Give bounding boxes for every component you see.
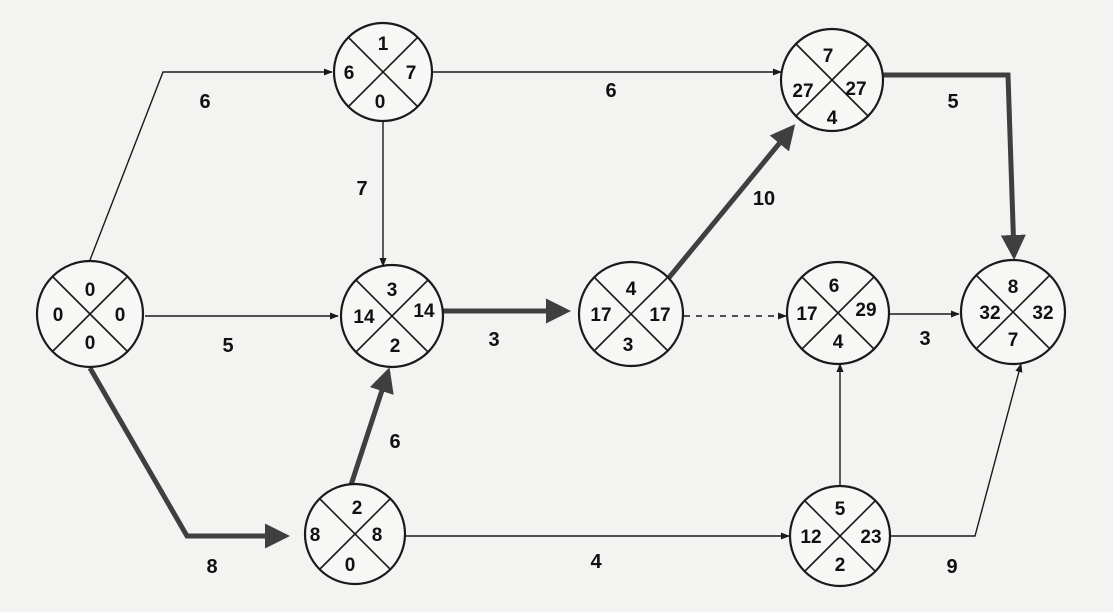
edge-0-2: [87, 366, 290, 549]
node-4-left: 17: [590, 305, 611, 326]
edge-label-3-4: 3: [488, 329, 499, 351]
edge-label-4-7: 10: [753, 188, 775, 210]
nodes: 0 0 0 0 1 6 7 0 2 8 8 0 3: [35, 21, 1067, 588]
edges: 6 5 8 7 6 6 4 3 10 9 3 5: [87, 68, 1026, 578]
node-5-right: 23: [860, 527, 881, 548]
node-3-bottom: 2: [390, 336, 401, 357]
node-5: 5 12 23 2: [788, 484, 892, 588]
node-6-left: 17: [796, 304, 817, 325]
edge-label-0-1: 6: [199, 91, 210, 113]
node-4-right: 17: [649, 305, 670, 326]
edge-label-6-8: 3: [919, 328, 930, 350]
node-3-right: 14: [413, 301, 435, 322]
node-4: 4 17 17 3: [577, 260, 685, 368]
edge-label-5-8: 9: [946, 556, 957, 578]
edge-4-7: [665, 124, 796, 282]
edge-7-8: [882, 72, 1026, 260]
node-2-top: 2: [352, 498, 363, 519]
node-7: 7 27 27 4: [779, 27, 885, 133]
node-8-left: 32: [979, 303, 1000, 324]
edge-5-8: [890, 363, 1023, 537]
edge-2-3: [347, 367, 394, 489]
node-8-bottom: 7: [1008, 330, 1019, 351]
node-1-bottom: 0: [375, 92, 386, 113]
node-0-bottom: 0: [85, 333, 96, 354]
edge-label-7-8: 5: [947, 91, 958, 113]
node-2-bottom: 0: [345, 555, 356, 576]
node-5-top: 5: [835, 499, 846, 520]
node-6-bottom: 4: [833, 332, 844, 353]
edge-label-2-5: 4: [590, 551, 602, 573]
node-5-bottom: 2: [835, 555, 846, 576]
node-7-top: 7: [823, 46, 834, 67]
node-7-bottom: 4: [827, 108, 838, 129]
node-8-top: 8: [1008, 277, 1019, 298]
node-5-left: 12: [800, 527, 821, 548]
node-2: 2 8 8 0: [303, 482, 407, 586]
node-6-right: 29: [855, 300, 876, 321]
node-8-right: 32: [1032, 303, 1053, 324]
node-2-left: 8: [310, 525, 321, 546]
node-0-right: 0: [115, 305, 126, 326]
node-7-left: 27: [792, 81, 813, 102]
edge-label-2-3: 6: [389, 431, 400, 453]
node-6-top: 6: [829, 276, 840, 297]
edge-label-0-2: 8: [206, 556, 217, 578]
node-6: 6 17 29 4: [785, 260, 891, 366]
node-1: 1 6 7 0: [332, 21, 434, 123]
node-4-bottom: 3: [623, 335, 634, 356]
edge-label-1-3: 7: [356, 178, 367, 200]
node-8: 8 32 32 7: [959, 258, 1067, 366]
edge-label-0-3: 5: [222, 335, 233, 357]
node-0: 0 0 0 0: [35, 259, 145, 369]
node-3: 3 14 14 2: [339, 263, 445, 369]
node-2-right: 8: [372, 525, 383, 546]
edge-label-1-7: 6: [605, 80, 616, 102]
node-0-left: 0: [53, 305, 64, 326]
node-1-top: 1: [378, 34, 389, 55]
node-1-right: 7: [406, 63, 417, 84]
node-1-left: 6: [344, 63, 355, 84]
node-3-left: 14: [353, 307, 375, 328]
node-4-top: 4: [626, 279, 637, 300]
edge-0-1: [89, 68, 333, 261]
node-7-right: 27: [845, 79, 866, 100]
node-3-top: 3: [387, 280, 398, 301]
node-0-top: 0: [85, 280, 96, 301]
